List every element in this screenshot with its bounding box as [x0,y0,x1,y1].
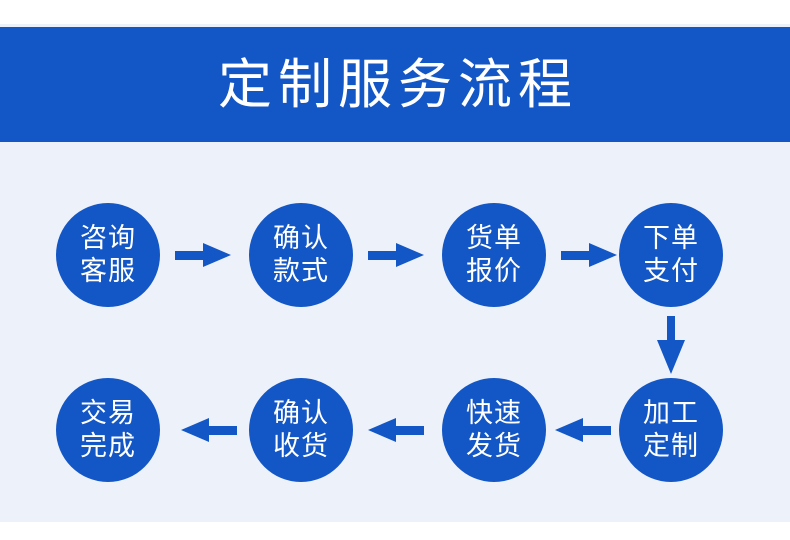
flow-node-line-1: 下单 [643,223,699,253]
flow-node-line-1: 确认 [273,398,329,428]
arrow-shaft [207,426,237,435]
flow-node-line-2: 款式 [273,256,329,286]
flow-node-line-2: 收货 [273,431,329,461]
arrow-down-icon [657,316,685,374]
arrow-shaft [368,251,398,260]
arrow-left-icon-1 [181,415,237,445]
flow-node-place-order-pay[interactable]: 下单 支付 [619,203,723,307]
flow-node-transaction-complete[interactable]: 交易 完成 [56,378,160,482]
arrow-head [657,340,685,374]
arrow-left-icon-3 [555,415,611,445]
arrow-shaft [561,251,591,260]
flow-node-line-1: 咨询 [80,223,136,253]
arrow-right-icon-3 [561,240,617,270]
flow-node-line-1: 货单 [466,223,522,253]
flow-node-line-1: 加工 [643,398,699,428]
flow-node-line-2: 支付 [643,256,699,286]
flow-node-line-2: 发货 [466,431,522,461]
arrow-shaft [581,426,611,435]
flow-node-line-1: 交易 [80,398,136,428]
arrow-head [368,418,396,442]
flow-node-line-2: 完成 [80,431,136,461]
arrow-right-icon-1 [175,240,231,270]
flow-node-consult-service[interactable]: 咨询 客服 [56,203,160,307]
flow-node-line-1: 确认 [273,223,329,253]
flow-area: 咨询 客服 确认 款式 货单 报价 下单 支付 [0,142,790,522]
arrow-shaft [667,316,675,342]
flow-node-line-2: 定制 [643,431,699,461]
arrow-shaft [175,251,205,260]
arrow-head [396,243,424,267]
flow-node-confirm-style[interactable]: 确认 款式 [249,203,353,307]
arrow-shaft [394,426,424,435]
flow-node-invoice-quote[interactable]: 货单 报价 [442,203,546,307]
arrow-head [181,418,209,442]
flow-node-line-2: 客服 [80,256,136,286]
flow-node-line-2: 报价 [466,256,522,286]
flow-node-processing-custom[interactable]: 加工 定制 [619,378,723,482]
arrow-head [589,243,617,267]
flow-node-line-1: 快速 [466,398,522,428]
flow-node-confirm-receipt[interactable]: 确认 收货 [249,378,353,482]
arrow-head [555,418,583,442]
arrow-head [203,243,231,267]
page-title: 定制服务流程 [218,54,578,115]
header-band: 定制服务流程 [0,27,790,142]
arrow-right-icon-2 [368,240,424,270]
flow-node-fast-shipping[interactable]: 快速 发货 [442,378,546,482]
arrow-left-icon-2 [368,415,424,445]
